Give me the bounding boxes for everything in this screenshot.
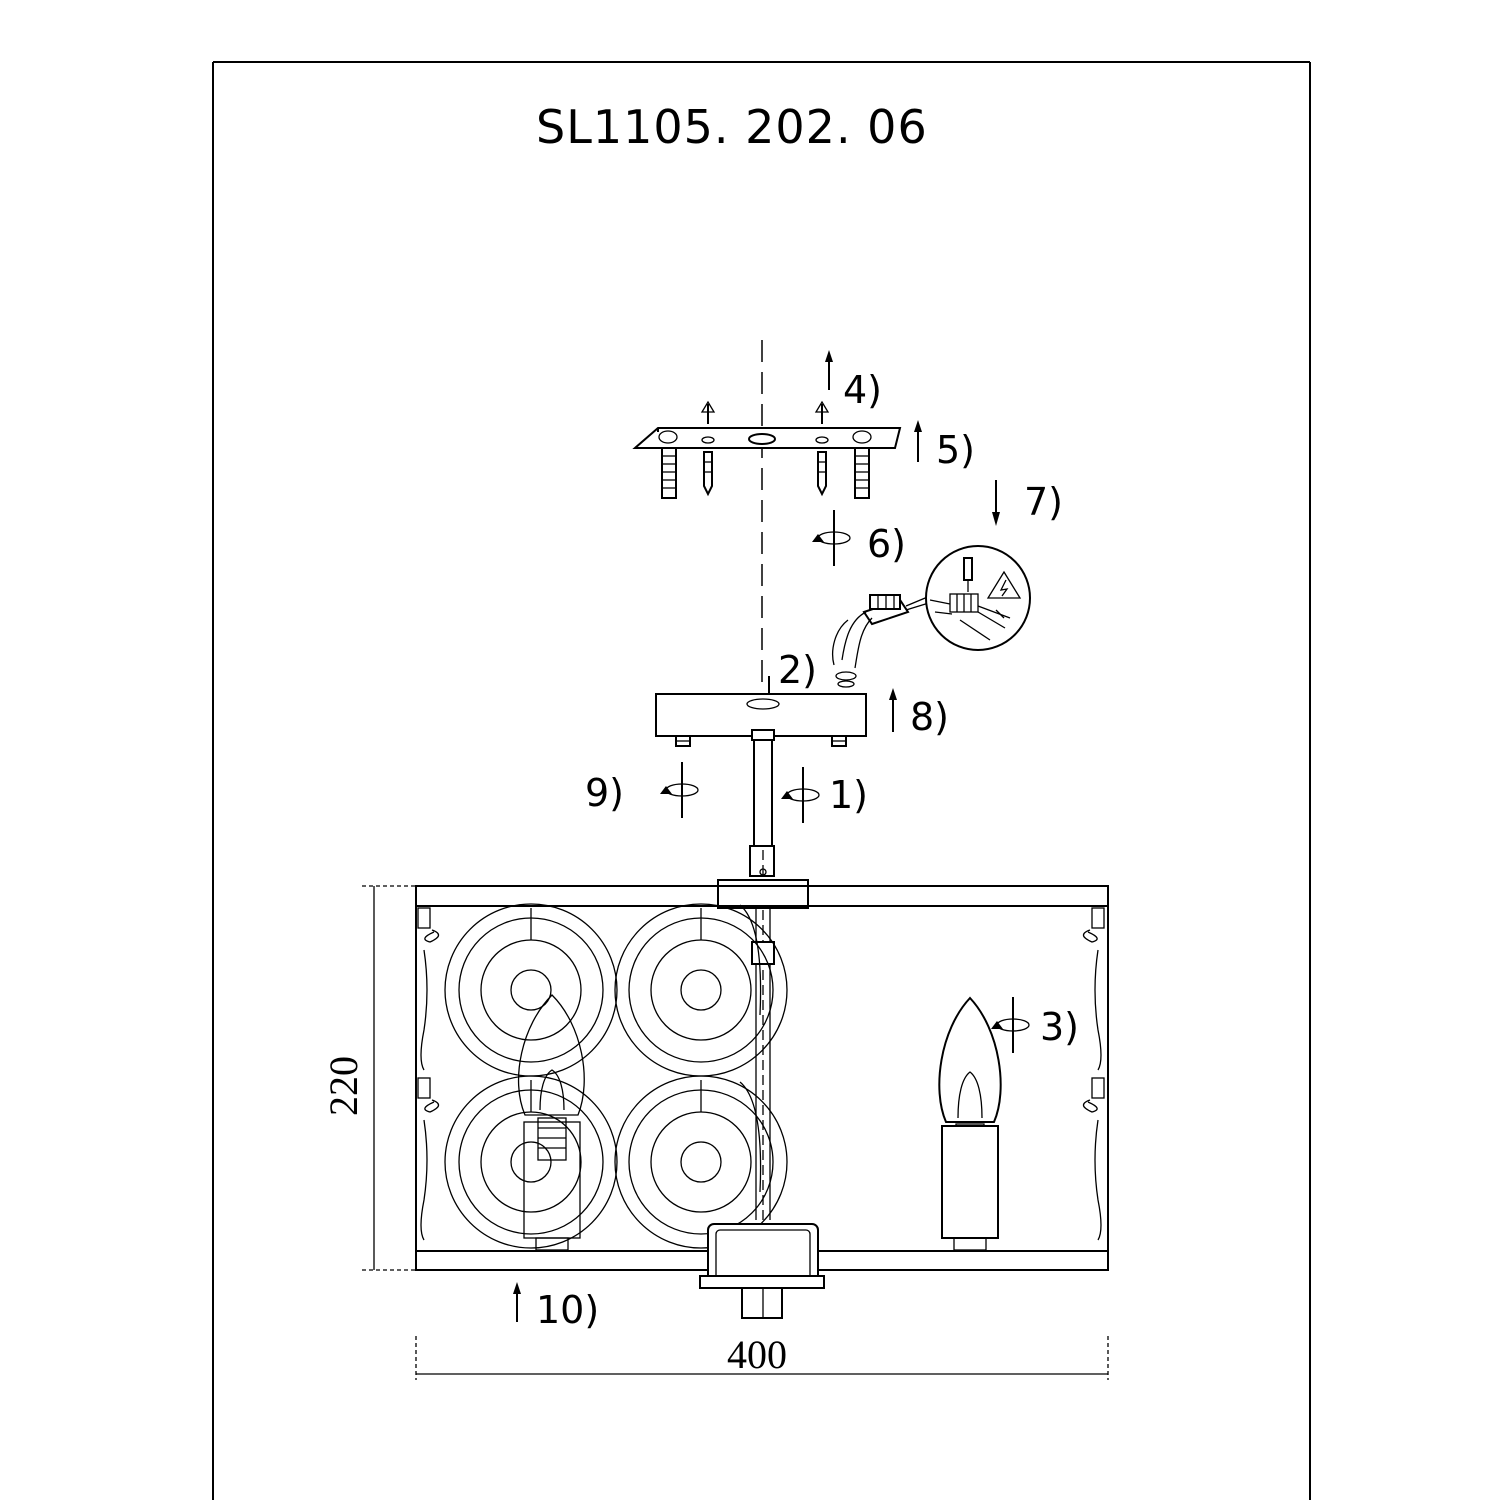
step-label-5: 5) (936, 428, 975, 472)
arrow-icon (889, 688, 897, 732)
electric-hazard-icon (986, 570, 1022, 599)
rotate-icon (659, 761, 699, 819)
screw-left (700, 400, 716, 497)
step-label-10: 10) (536, 1288, 599, 1332)
arrow-icon (914, 420, 922, 462)
step-label-1: 1) (829, 773, 868, 817)
arrow-icon (825, 350, 833, 390)
arrow-icon (513, 1282, 521, 1322)
right-side-posts (1082, 907, 1105, 1241)
arrow-icon (992, 480, 1000, 526)
sheet-border (212, 61, 1311, 1500)
candle-bulb-left (518, 994, 585, 1251)
threaded-stud-left (661, 447, 677, 499)
step-label-9: 9) (585, 771, 624, 815)
lamp-frame (415, 885, 1109, 1319)
height-dimension-value: 220 (321, 1056, 366, 1116)
step-label-8: 8) (910, 695, 949, 739)
down-rod (717, 739, 809, 1275)
wiring-detail-magnifier (925, 545, 1031, 651)
step-label-4: 4) (843, 368, 882, 412)
model-number-title: SL1105. 202. 06 (536, 100, 928, 154)
height-dimension: 220 (321, 885, 416, 1271)
mounting-plate (632, 400, 902, 499)
bottom-hub (699, 1223, 825, 1319)
threaded-stud-right (854, 447, 870, 499)
width-dimension: 400 (415, 1332, 1109, 1380)
step-label-7: 7) (1024, 480, 1063, 524)
canopy (655, 693, 867, 747)
step-label-2: 2) (778, 648, 817, 692)
candle-bulb-right (938, 996, 1002, 1251)
glass-disc (444, 1075, 618, 1249)
rotate-icon (990, 996, 1030, 1054)
terminal-block (832, 594, 933, 688)
step-label-3: 3) (1040, 1005, 1079, 1049)
rotate-icon (780, 766, 820, 824)
rotate-icon (811, 509, 851, 567)
left-side-posts (417, 907, 440, 1241)
glass-disc (444, 903, 618, 1077)
width-dimension-value: 400 (727, 1332, 787, 1377)
glass-disc (614, 1075, 788, 1249)
step-label-6: 6) (867, 522, 906, 566)
screw-right (814, 400, 830, 497)
